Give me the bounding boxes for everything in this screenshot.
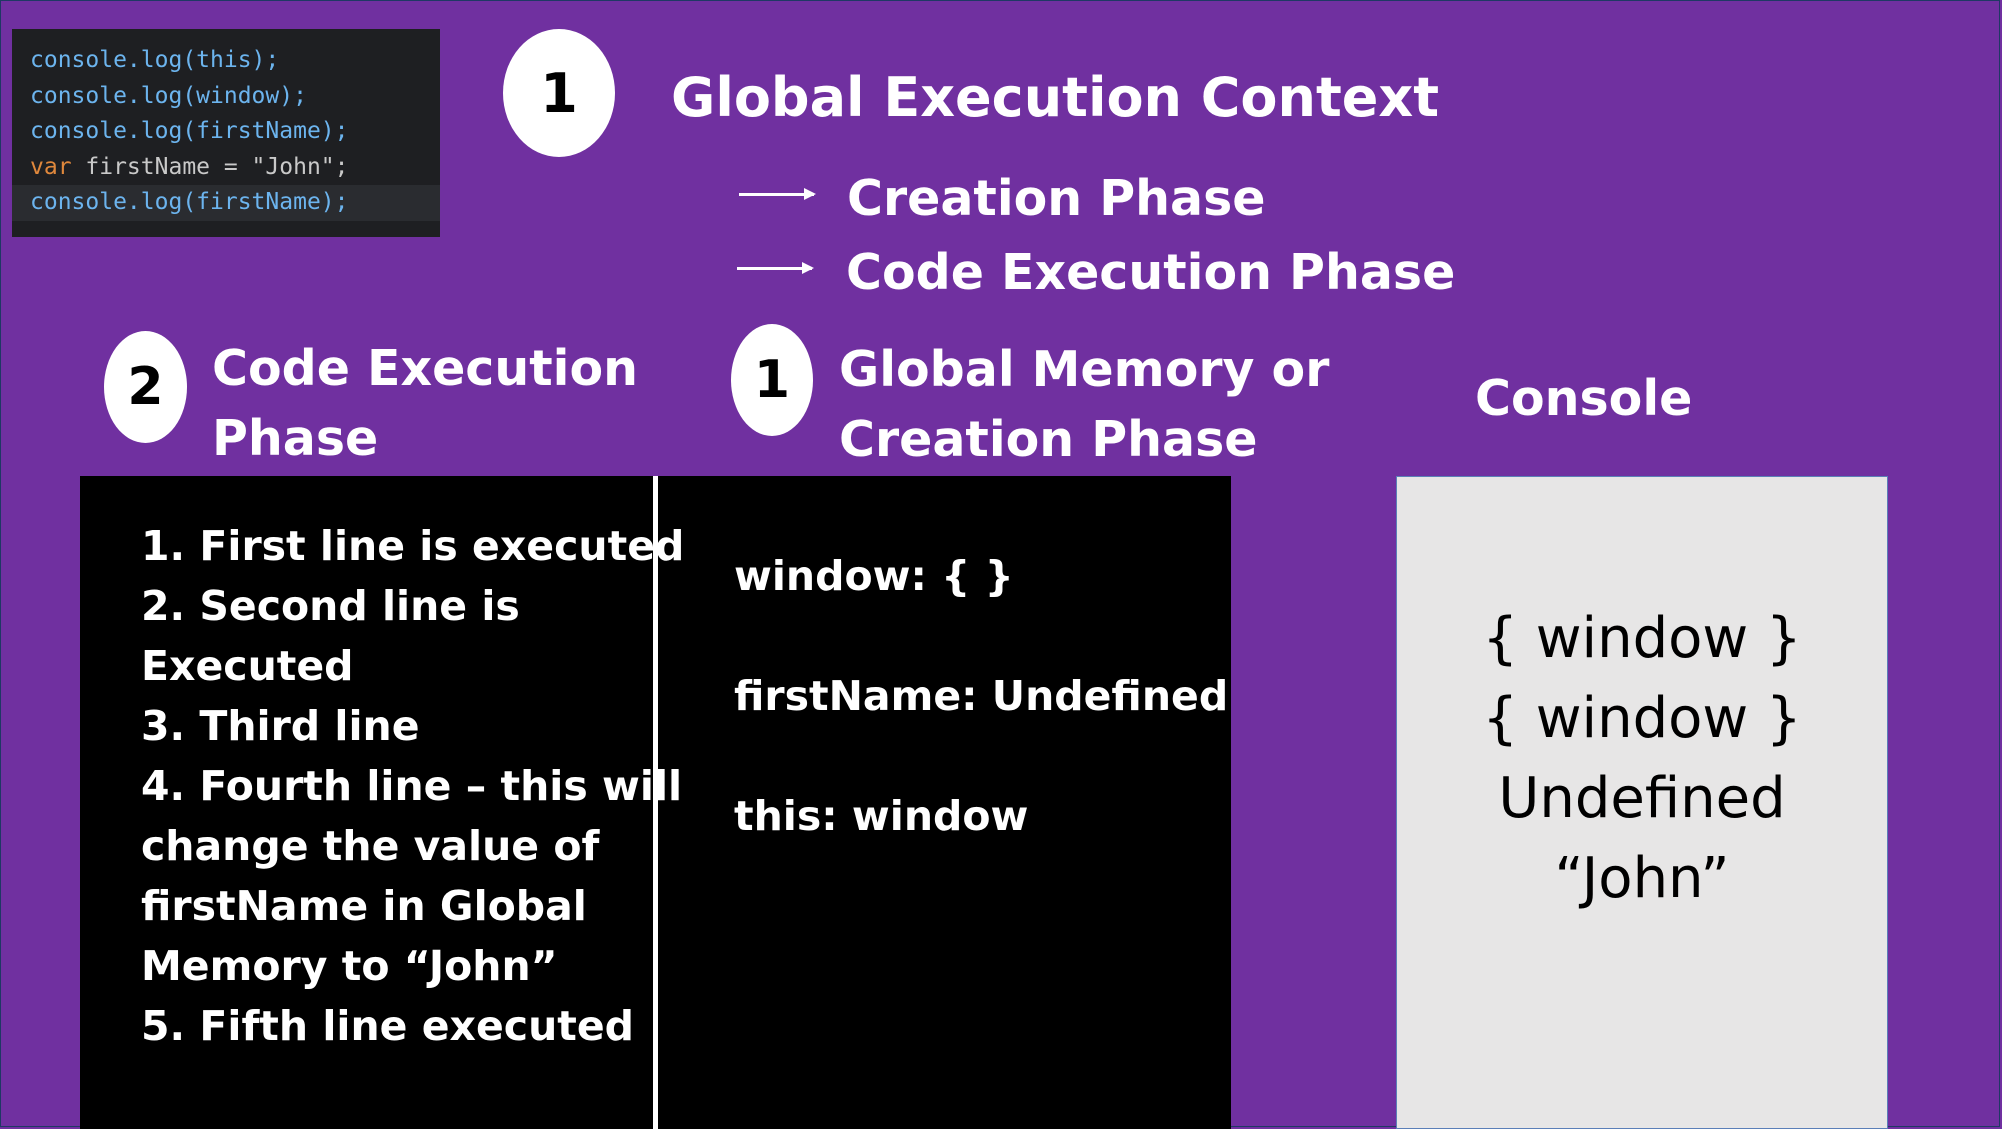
- list-item: 2. Second line is: [141, 582, 520, 630]
- code-line: console.log(this);: [30, 47, 280, 73]
- console-line: “John”: [1554, 846, 1730, 911]
- title-line: Creation Phase: [839, 411, 1258, 468]
- list-item: Memory to “John”: [141, 942, 558, 990]
- page-title: Global Execution Context: [671, 66, 1440, 129]
- title-line: Code Execution: [212, 340, 638, 397]
- memory-phase-title: Global Memory or Creation Phase: [839, 335, 1329, 475]
- step-badge-execution: 2: [104, 331, 187, 443]
- badge-number: 2: [127, 357, 164, 417]
- console-line: Undefined: [1498, 766, 1786, 831]
- code-line: var firstName = "John";: [12, 150, 440, 186]
- list-item: firstName in Global: [141, 882, 587, 930]
- code-line: console.log(firstName);: [30, 118, 349, 144]
- list-item: 3. Third line: [141, 702, 420, 750]
- list-item: 5. Fifth line executed: [141, 1002, 635, 1050]
- list-item: Executed: [141, 642, 354, 690]
- memory-entry-firstname: firstName: Undefined: [734, 672, 1229, 720]
- arrow-icon: [739, 188, 816, 200]
- memory-entry-this: this: window: [734, 792, 1029, 840]
- phase-creation-label: Creation Phase: [847, 170, 1266, 227]
- console-output: { window } { window } Undefined “John”: [1397, 599, 1887, 919]
- execution-steps: 1. First line is executed 2. Second line…: [141, 516, 684, 1056]
- console-line: { window }: [1482, 606, 1802, 671]
- list-item: 1. First line is executed: [141, 522, 685, 570]
- title-line: Global Memory or: [839, 341, 1330, 398]
- title-line: Phase: [212, 410, 379, 467]
- list-item: 4. Fourth line – this will: [141, 762, 683, 810]
- panel-divider: [653, 476, 658, 1129]
- badge-number: 1: [540, 61, 578, 125]
- badge-number: 1: [753, 350, 791, 410]
- step-badge-global: 1: [503, 29, 615, 157]
- list-item: change the value of: [141, 822, 600, 870]
- arrow-icon: [737, 262, 814, 274]
- code-token: firstName = "John";: [71, 153, 349, 180]
- code-snippet: console.log(this); console.log(window); …: [12, 29, 440, 237]
- keyword-token: var: [30, 153, 72, 180]
- console-panel: { window } { window } Undefined “John”: [1396, 476, 1888, 1129]
- code-line-active: console.log(firstName);: [12, 185, 440, 221]
- phase-execution-label: Code Execution Phase: [846, 244, 1456, 301]
- console-title: Console: [1475, 370, 1693, 427]
- step-badge-memory: 1: [731, 324, 813, 436]
- code-line: console.log(window);: [30, 82, 307, 109]
- execution-phase-title: Code Execution Phase: [212, 334, 638, 474]
- memory-entry-window: window: { }: [734, 552, 1014, 600]
- console-line: { window }: [1482, 686, 1802, 751]
